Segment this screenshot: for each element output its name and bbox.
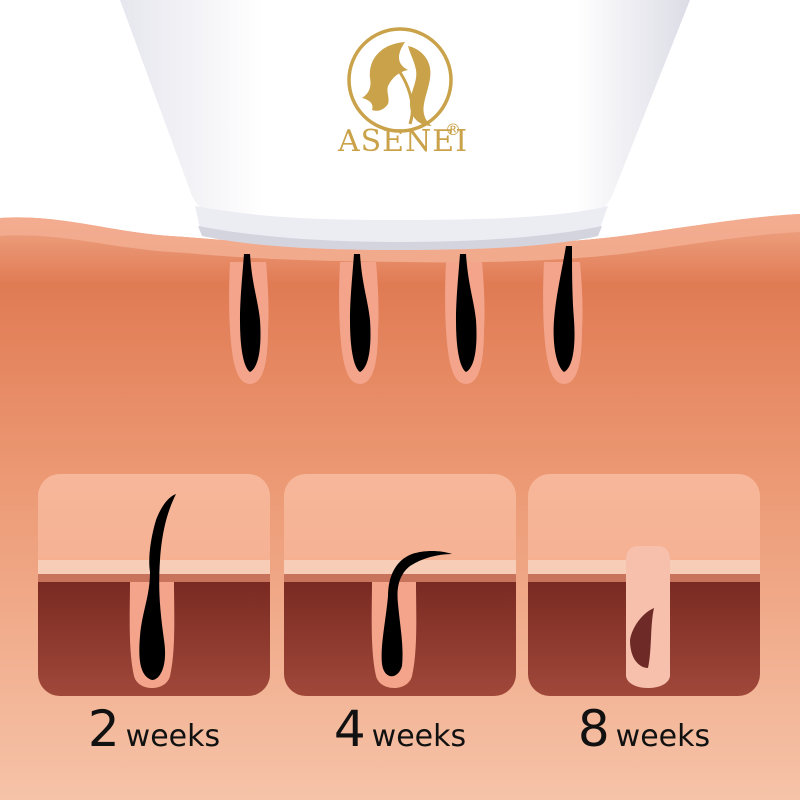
follicle [339, 254, 379, 384]
stage-unit: weeks [125, 719, 221, 754]
stage-unit: weeks [371, 719, 467, 754]
stage-number: 8 [577, 700, 610, 758]
woman-silhouette-icon [347, 27, 453, 133]
registered-mark: ® [445, 120, 461, 139]
stage-unit: weeks [615, 719, 711, 754]
stage-panel-2-weeks [38, 474, 270, 696]
device [120, 0, 690, 250]
stage-number: 4 [333, 700, 366, 758]
follicle [543, 246, 583, 384]
stage-number: 2 [87, 700, 120, 758]
brand-name: ASENEI [337, 124, 469, 159]
stage-panel-4-weeks [284, 474, 516, 696]
stage-panel-8-weeks [528, 474, 760, 696]
hair-follicles [229, 246, 583, 384]
follicle [445, 254, 485, 384]
follicle [229, 254, 269, 384]
